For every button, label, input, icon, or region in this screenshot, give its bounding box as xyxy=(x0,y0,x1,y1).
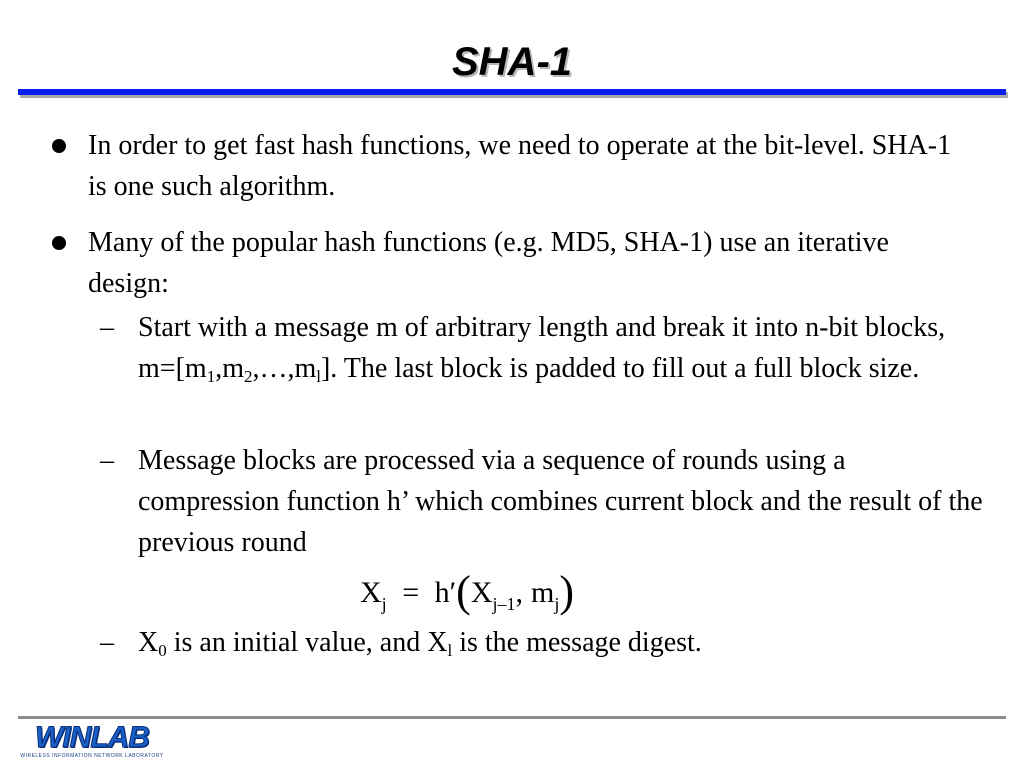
subscript: 2 xyxy=(243,367,253,386)
text-segment: is the message digest. xyxy=(452,627,702,658)
subscript: 1 xyxy=(206,367,216,386)
logo-wordmark: WINLAB xyxy=(35,721,151,754)
formula: Xj = h′(Xj–1,mj) xyxy=(360,568,574,618)
text-segment: ]. The last block is padded to fill out … xyxy=(320,353,920,384)
sub-bullet-dash: – xyxy=(100,627,114,658)
winlab-logo: WINLAB WIRELESS INFORMATION NETWORK LABO… xyxy=(16,721,168,762)
formula-comma: , xyxy=(515,576,524,609)
sub-bullet-text: Message blocks are processed via a seque… xyxy=(138,445,983,558)
bullet-text: In order to get fast hash functions, we … xyxy=(88,130,952,202)
formula-paren: ) xyxy=(559,567,575,616)
formula-paren: ( xyxy=(456,567,471,616)
formula-symbol: X xyxy=(470,576,493,609)
slide-title: SHA-1 xyxy=(451,40,573,84)
subscript: l xyxy=(316,367,321,386)
sub-bullet-dash: – xyxy=(100,445,114,476)
bullet-text: Many of the popular hash functions (e.g.… xyxy=(88,227,889,299)
subscript: l xyxy=(447,641,453,660)
formula-subscript: j–1 xyxy=(492,594,516,614)
text-segment: ,m xyxy=(215,353,244,384)
formula-symbol: X xyxy=(360,576,382,609)
text-segment: is an initial value, and X xyxy=(166,627,448,658)
bullet-dot xyxy=(52,139,66,153)
sub-bullet-dash: – xyxy=(100,312,114,343)
footer-divider xyxy=(18,716,1006,719)
formula-symbol: m xyxy=(531,576,555,609)
text-segment: ,…,m xyxy=(252,353,317,384)
logo-tagline: WIRELESS INFORMATION NETWORK LABORATORY xyxy=(20,753,164,759)
formula-subscript: j xyxy=(554,594,560,614)
subscript: 0 xyxy=(158,641,167,660)
text-segment: X xyxy=(138,627,159,658)
sub-bullet-text: X0 is an initial value, and Xl is the me… xyxy=(138,622,988,663)
formula-equals: = xyxy=(402,576,420,609)
text-segment: Start with a message m of arbitrary leng… xyxy=(138,312,946,384)
sub-bullet-text: Start with a message m of arbitrary leng… xyxy=(138,307,988,389)
formula-subscript: j xyxy=(381,594,387,614)
title-divider xyxy=(18,89,1006,95)
bullet-dot xyxy=(52,236,66,250)
formula-function: h′ xyxy=(434,576,457,609)
